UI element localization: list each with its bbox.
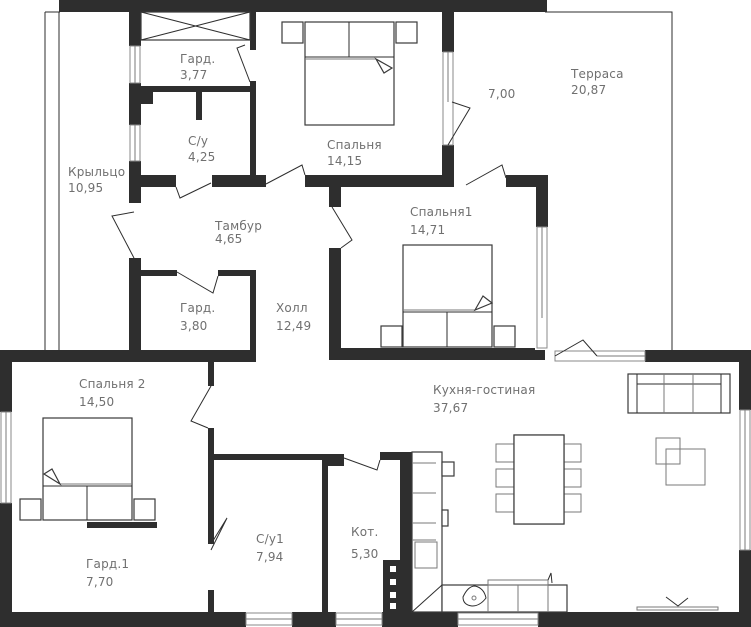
bed-bedroom bbox=[281, 21, 418, 126]
boiler-vents bbox=[390, 566, 396, 609]
room-name: С/у1 bbox=[256, 532, 284, 546]
kitchen-counter bbox=[411, 451, 568, 613]
room-label-boiler: Кот. 5,30 bbox=[351, 524, 379, 562]
room-label-hall: Холл 12,49 bbox=[276, 300, 311, 334]
room-area: 3,77 bbox=[180, 68, 208, 82]
room-name: Тамбур bbox=[215, 219, 263, 233]
room-area: 7,94 bbox=[256, 550, 284, 564]
room-name: Гард.1 bbox=[86, 557, 130, 571]
room-area: 14,71 bbox=[410, 223, 446, 237]
room-area: 14,50 bbox=[79, 395, 115, 409]
room-label-gard-top: Гард. 3,77 bbox=[180, 51, 215, 83]
room-label-kitchen-living: Кухня-гостиная 37,67 bbox=[433, 382, 535, 416]
room-label-porch: Крыльцо 10,95 bbox=[68, 164, 125, 196]
room-name: Терраса bbox=[571, 67, 624, 81]
room-name: Спальня 2 bbox=[79, 377, 146, 391]
room-name: Спальня bbox=[327, 138, 382, 152]
room-label-bath1: С/у1 7,94 bbox=[256, 531, 284, 565]
room-name: Холл bbox=[276, 301, 308, 315]
tv bbox=[636, 596, 719, 611]
room-area: 4,25 bbox=[188, 150, 216, 164]
sofa bbox=[627, 373, 731, 414]
coffee-tables bbox=[655, 437, 706, 486]
room-area: 37,67 bbox=[433, 401, 469, 415]
room-label-gard-mid: Гард. 3,80 bbox=[180, 300, 215, 334]
room-area: 20,87 bbox=[571, 83, 607, 97]
room-label-gard1: Гард.1 7,70 bbox=[86, 556, 129, 590]
room-name: Кот. bbox=[351, 525, 379, 539]
room-area: 7,70 bbox=[86, 575, 114, 589]
room-area: 7,00 bbox=[488, 87, 516, 101]
room-label-bedroom1: Спальня1 14,71 bbox=[410, 204, 473, 238]
wardrobe-top bbox=[140, 11, 251, 41]
room-name: С/у bbox=[188, 134, 209, 148]
room-area: 10,95 bbox=[68, 181, 104, 195]
room-area: 4,65 bbox=[215, 232, 243, 246]
bed-bedroom1 bbox=[380, 244, 516, 348]
windows bbox=[0, 45, 751, 626]
room-area: 14,15 bbox=[327, 154, 363, 168]
room-area: 5,30 bbox=[351, 547, 379, 561]
bed-bedroom2 bbox=[19, 417, 157, 528]
dining-table bbox=[495, 434, 582, 525]
room-name: Кухня-гостиная bbox=[433, 383, 536, 397]
room-area: 12,49 bbox=[276, 319, 312, 333]
porch-outline bbox=[44, 11, 60, 351]
room-area: 3,80 bbox=[180, 319, 208, 333]
room-name: Крыльцо bbox=[68, 165, 126, 179]
room-name: Спальня1 bbox=[410, 205, 473, 219]
room-label-bedroom2: Спальня 2 14,50 bbox=[79, 376, 146, 410]
terrace-outline bbox=[545, 11, 673, 351]
room-label-terrace: Терраса 20,87 bbox=[571, 66, 624, 98]
room-label-bedroom: Спальня 14,15 bbox=[327, 137, 382, 169]
room-name: Гард. bbox=[180, 301, 216, 315]
doors bbox=[111, 44, 598, 551]
room-label-terrace-small: 7,00 bbox=[488, 86, 516, 102]
room-label-bath: С/у 4,25 bbox=[188, 133, 216, 165]
room-label-vestibule: Тамбур 4,65 bbox=[215, 218, 262, 247]
room-name: Гард. bbox=[180, 52, 216, 66]
